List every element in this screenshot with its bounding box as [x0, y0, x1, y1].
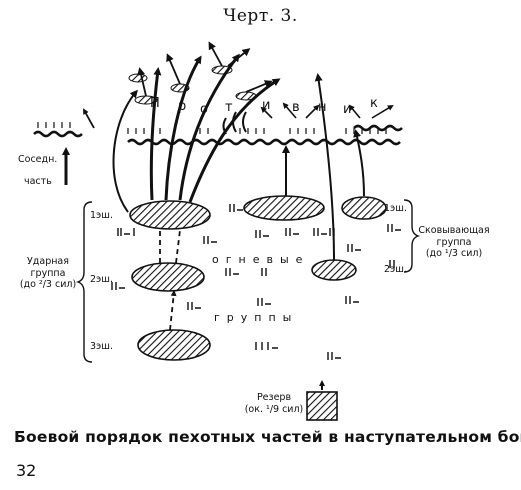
enemy-letter: в [292, 100, 302, 115]
pinning-echelon-2-label: 2эш. [384, 264, 407, 275]
reserve-label-line1: Резерв [256, 392, 292, 403]
strike-echelon-2-unit [131, 262, 205, 292]
neighbor-arrows [62, 108, 95, 185]
strike-group-label-line1: Ударная [27, 256, 69, 267]
pinning-group-brace [403, 199, 421, 273]
enemy-letter: т [225, 100, 235, 115]
page-number: 32 [16, 461, 37, 480]
enemy-letter: П [150, 96, 162, 111]
enemy-letter: и [262, 98, 273, 113]
enemy-letter: и [343, 102, 354, 117]
strike-group-label-line3: (до ²/3 сил) [19, 279, 77, 290]
strike-group-brace [75, 201, 93, 363]
enemy-positions [128, 65, 257, 135]
figure-title: Черт. 3. [223, 6, 298, 26]
enemy-letter: к [370, 96, 380, 111]
strike-attack-arrows [112, 41, 281, 331]
strike-echelon-3-label: 3эш. [90, 341, 113, 352]
strike-echelon-2-label: 2эш. [90, 274, 113, 285]
pinning-echelon-1-unit-b [341, 196, 387, 220]
reserve-label-line2: (ок. ¹/9 сил) [244, 403, 304, 415]
strike-echelon-3-unit [137, 329, 211, 361]
enemy-letter: н [318, 100, 329, 115]
fire-groups-word-2: группы [214, 311, 299, 324]
strike-group-label: Ударная группа (до ²/3 сил) [18, 256, 78, 291]
pinning-group-label-line1: Сковывающая [418, 225, 490, 236]
pinning-group-label-line3: (до ¹/3 сил) [425, 248, 483, 259]
fire-groups-word-1: огневые [212, 253, 310, 266]
neighbor-front-line [33, 122, 83, 138]
pinning-echelon-2-unit [311, 259, 357, 281]
reserve-unit [306, 391, 338, 421]
reserve-label: Резерв (ок. ¹/9 сил) [244, 392, 304, 415]
pinning-group-label-line2: группа [436, 236, 472, 248]
pinning-attack-arrows [260, 73, 394, 261]
fire-group-symbols [111, 204, 401, 360]
neighbor-label-line1: Соседн. [18, 154, 58, 165]
enemy-front-line [127, 128, 401, 146]
enemy-letter: р [178, 99, 189, 114]
pinning-echelon-1-unit-a [243, 195, 325, 221]
neighbor-label-line2: часть [24, 176, 52, 187]
enemy-right-flank [353, 124, 403, 132]
enemy-letter: о [200, 102, 210, 117]
figure-caption: Боевой порядок пехотных частей в наступа… [14, 428, 521, 446]
pinning-group-label: Сковывающая группа (до ¹/3 сил) [418, 225, 490, 260]
strike-group-label-line2: группа [30, 267, 66, 279]
strike-echelon-1-unit [129, 200, 211, 230]
strike-echelon-1-label: 1эш. [90, 210, 113, 221]
pinning-echelon-1-label: 1эш. [384, 203, 407, 214]
